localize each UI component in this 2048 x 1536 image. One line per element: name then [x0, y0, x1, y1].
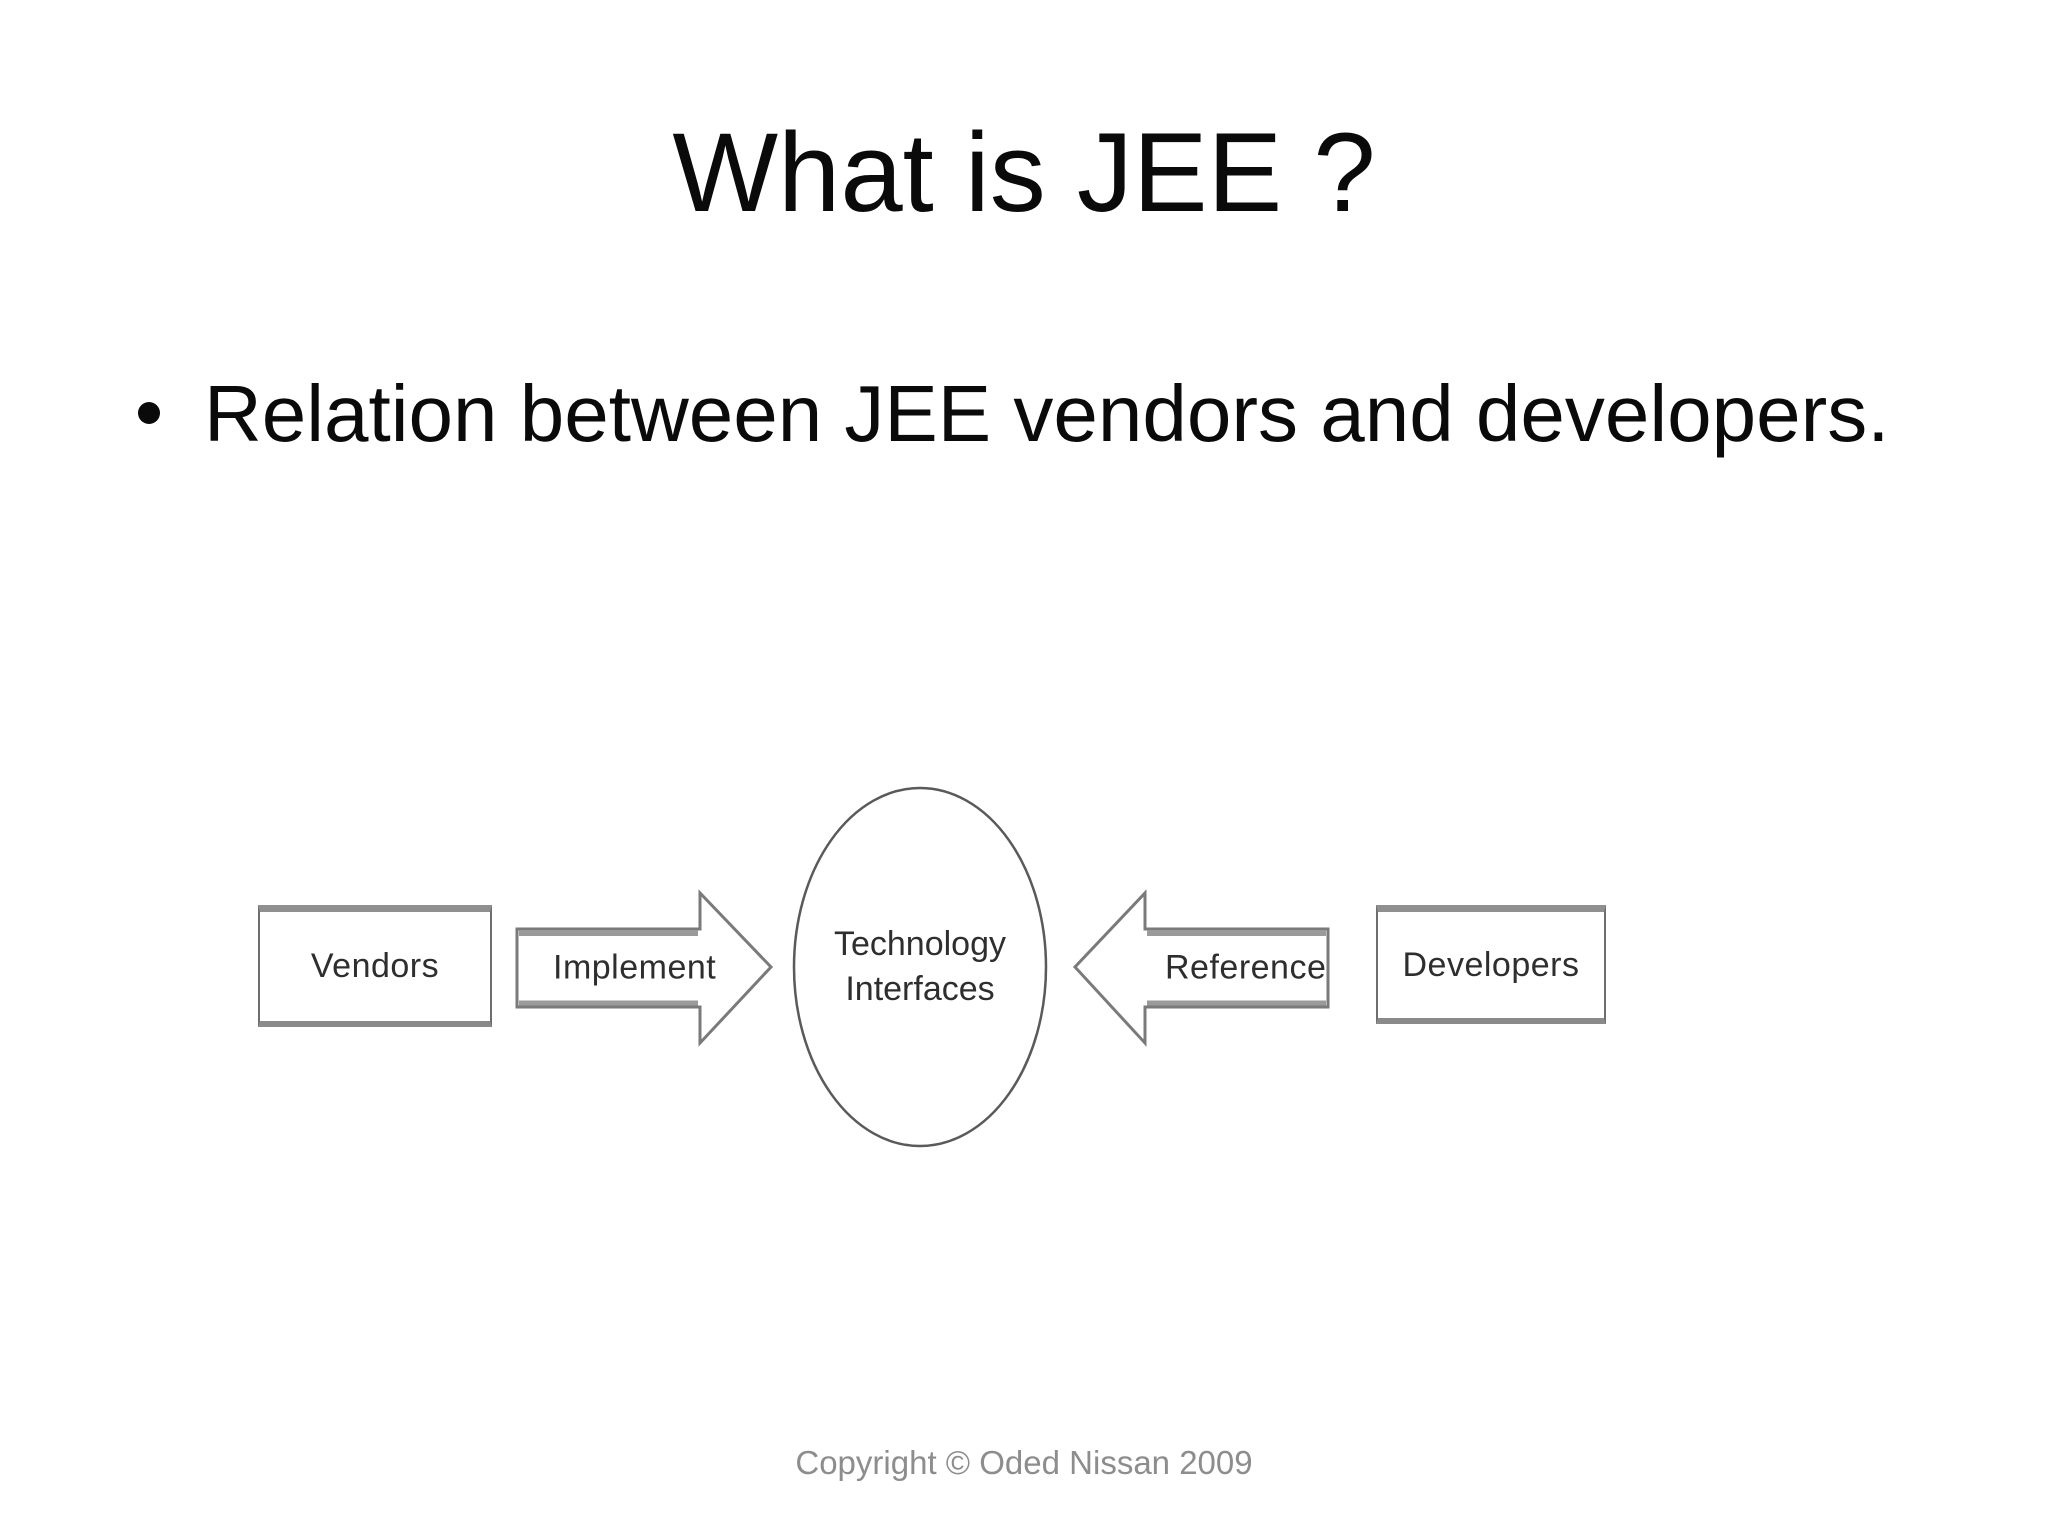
- vendors-box: Vendors: [258, 905, 492, 1027]
- implement-label: Implement: [553, 948, 717, 986]
- implement-arrow: Implement: [515, 885, 775, 1050]
- slide-title: What is JEE ?: [672, 110, 1376, 235]
- developers-label: Developers: [1402, 945, 1580, 984]
- relation-diagram: Vendors Implement Technology Interfaces: [258, 785, 1606, 1150]
- developers-box: Developers: [1376, 905, 1606, 1024]
- ellipse-shape: [792, 786, 1048, 1148]
- technology-interfaces-ellipse: Technology Interfaces: [790, 785, 1050, 1150]
- vendors-label: Vendors: [310, 947, 440, 985]
- bullet-text: Relation between JEE vendors and develop…: [204, 369, 1890, 458]
- bullet-item: Relation between JEE vendors and develop…: [138, 368, 1890, 460]
- reference-arrow: Reference: [1073, 885, 1330, 1050]
- interfaces-line: Interfaces: [845, 970, 995, 1009]
- technology-interfaces-label: Technology Interfaces: [834, 922, 1006, 1014]
- technology-line: Technology: [833, 924, 1007, 963]
- left-block-arrow-icon: [1073, 889, 1330, 1047]
- right-block-arrow-icon: [515, 889, 774, 1047]
- copyright-footer: Copyright © Oded Nissan 2009: [795, 1444, 1253, 1481]
- bullet-marker: [138, 402, 160, 424]
- reference-label: Reference: [1165, 948, 1327, 986]
